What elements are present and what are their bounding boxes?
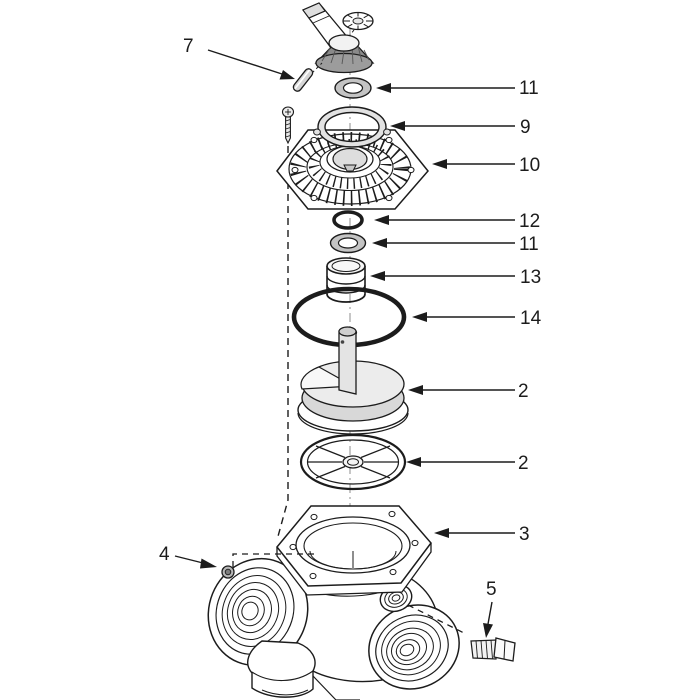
bottom-port xyxy=(247,640,360,700)
leader-2-gasket xyxy=(406,457,515,467)
handle-knob-cap xyxy=(342,11,374,40)
right-port xyxy=(368,604,460,690)
handle-pin xyxy=(292,62,323,92)
callout-label-2-diverter: 2 xyxy=(518,381,529,402)
handle xyxy=(301,2,375,74)
washer-lower xyxy=(329,232,367,254)
drain-plug xyxy=(407,604,516,662)
callout-label-14: 14 xyxy=(520,308,542,329)
leader-5 xyxy=(483,601,493,638)
leader-2-diverter xyxy=(408,385,515,395)
diverter-stem xyxy=(338,326,358,395)
cover-bolt-holes xyxy=(291,136,415,202)
o-ring-small xyxy=(332,210,364,230)
spider-gasket xyxy=(299,433,407,491)
leader-11-upper xyxy=(376,83,515,93)
callout-labels: 7 11 9 10 12 11 13 14 2 2 3 5 4 xyxy=(159,36,542,600)
leader-3 xyxy=(434,528,515,538)
leader-4 xyxy=(174,555,217,569)
body-flange xyxy=(276,505,432,596)
leader-11-lower xyxy=(372,238,515,248)
handle-cone-grip xyxy=(314,34,375,74)
valve-body xyxy=(207,505,460,700)
callout-label-10: 10 xyxy=(519,155,540,176)
callout-label-13: 13 xyxy=(520,267,541,288)
callout-label-5: 5 xyxy=(486,579,497,600)
leader-10 xyxy=(432,159,515,169)
diverter-rotor xyxy=(297,326,409,435)
leader-13 xyxy=(370,271,515,281)
callout-label-11-upper: 11 xyxy=(519,78,539,99)
flange-nut xyxy=(221,553,318,579)
screw-alignment-dashed-line xyxy=(276,146,289,541)
leader-14 xyxy=(412,312,515,322)
left-port xyxy=(207,557,309,667)
callout-label-4: 4 xyxy=(159,544,170,565)
washer-upper xyxy=(334,77,372,99)
cover-screw xyxy=(281,106,295,145)
callout-label-7: 7 xyxy=(183,36,194,57)
leader-7 xyxy=(207,49,295,80)
stem-bushing xyxy=(326,257,366,303)
callout-label-12: 12 xyxy=(519,211,540,232)
callout-label-9: 9 xyxy=(520,117,531,138)
flange-bolt-holes xyxy=(289,510,419,580)
handle-retainer-ring xyxy=(313,106,391,148)
callout-leaders xyxy=(174,49,515,638)
callout-label-11-lower: 11 xyxy=(519,234,539,255)
leader-12 xyxy=(374,215,515,225)
leader-9 xyxy=(390,121,515,131)
callout-label-3: 3 xyxy=(519,524,530,545)
callout-label-2-gasket: 2 xyxy=(518,453,529,474)
